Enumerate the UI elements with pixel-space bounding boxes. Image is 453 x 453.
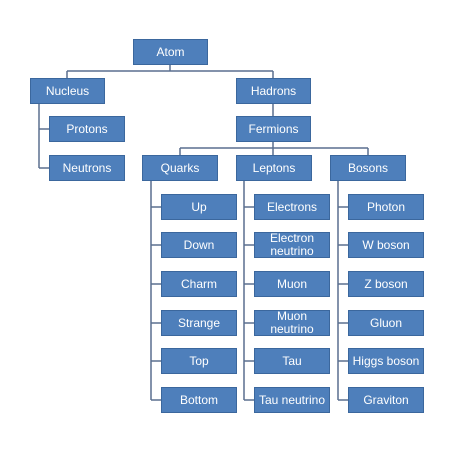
node-lepton-tau-neutrino: Tau neutrino xyxy=(254,387,330,413)
node-leptons: Leptons xyxy=(236,155,312,181)
node-boson-w: W boson xyxy=(348,232,424,258)
node-label: Nucleus xyxy=(45,83,90,98)
node-boson-photon: Photon xyxy=(348,194,424,220)
node-label: Gluon xyxy=(369,315,403,330)
node-boson-z: Z boson xyxy=(348,271,424,297)
node-label: Bottom xyxy=(179,392,218,407)
node-lepton-electrons: Electrons xyxy=(254,194,330,220)
node-lepton-muon: Muon xyxy=(254,271,330,297)
node-label: Z boson xyxy=(364,276,408,291)
node-quark-up: Up xyxy=(161,194,237,220)
node-label: Photon xyxy=(366,199,406,214)
node-label: Muon xyxy=(276,276,308,291)
node-quark-strange: Strange xyxy=(161,310,237,336)
node-label: Leptons xyxy=(252,160,296,175)
node-quark-down: Down xyxy=(161,232,237,258)
node-label: Quarks xyxy=(160,160,200,175)
node-atom: Atom xyxy=(133,39,208,65)
node-quark-charm: Charm xyxy=(161,271,237,297)
node-boson-graviton: Graviton xyxy=(348,387,424,413)
node-quarks: Quarks xyxy=(142,155,218,181)
node-quark-bottom: Bottom xyxy=(161,387,237,413)
node-hadrons: Hadrons xyxy=(236,78,311,104)
node-label: W boson xyxy=(362,237,410,252)
node-label: Electron neutrino xyxy=(269,231,315,258)
node-protons: Protons xyxy=(49,116,125,142)
node-fermions: Fermions xyxy=(236,116,311,142)
node-quark-top: Top xyxy=(161,348,237,374)
node-lepton-tau: Tau xyxy=(254,348,330,374)
node-label: Tau xyxy=(282,353,302,368)
node-label: Tau neutrino xyxy=(258,392,326,407)
node-label: Atom xyxy=(156,44,185,59)
node-label: Higgs boson xyxy=(352,353,420,368)
node-boson-higgs: Higgs boson xyxy=(348,348,424,374)
node-lepton-electron-neutrino: Electron neutrino xyxy=(254,232,330,258)
node-boson-gluon: Gluon xyxy=(348,310,424,336)
node-lepton-muon-neutrino: Muon neutrino xyxy=(254,310,330,336)
node-label: Bosons xyxy=(347,160,389,175)
node-label: Graviton xyxy=(363,392,409,407)
node-label: Protons xyxy=(66,121,108,136)
node-label: Neutrons xyxy=(62,160,112,175)
node-label: Electrons xyxy=(266,199,318,214)
node-label: Fermions xyxy=(248,121,299,136)
node-label: Muon neutrino xyxy=(270,309,314,336)
node-bosons: Bosons xyxy=(330,155,406,181)
node-label: Down xyxy=(183,237,215,252)
node-label: Charm xyxy=(180,276,217,291)
node-label: Top xyxy=(189,353,209,368)
node-label: Hadrons xyxy=(250,83,297,98)
node-nucleus: Nucleus xyxy=(30,78,105,104)
node-label: Strange xyxy=(177,315,221,330)
node-neutrons: Neutrons xyxy=(49,155,125,181)
node-label: Up xyxy=(191,199,207,214)
